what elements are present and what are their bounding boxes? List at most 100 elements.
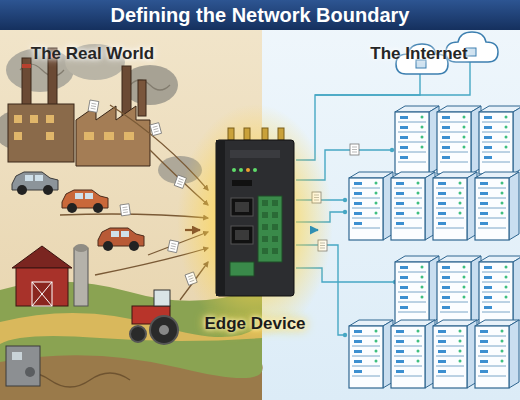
edge-device-hardware (216, 128, 294, 296)
server-racks (349, 106, 520, 388)
title-banner: Defining the Network Boundary (0, 0, 520, 30)
factories-part (76, 106, 150, 166)
machine-part (12, 352, 22, 360)
region-label: The Real World (0, 30, 185, 64)
server-racks-part (391, 320, 435, 388)
factories-part (14, 115, 22, 123)
circuit-dots-part (343, 198, 347, 202)
edge-device-hardware-part (272, 200, 278, 206)
flying-documents-part (168, 240, 179, 253)
factories-part (122, 66, 131, 116)
edge-device-hardware-part (272, 212, 278, 218)
cars (12, 172, 144, 251)
edge-device-hardware-part (272, 248, 278, 254)
edge-device-hardware-part (262, 248, 268, 254)
cars-part-part (43, 185, 53, 195)
edge-device-hardware-part (232, 180, 252, 186)
cars-part-part (35, 175, 43, 181)
edge-device-hardware-part (253, 168, 257, 172)
cars-part-part (129, 241, 139, 251)
edge-device-hardware-part (278, 128, 284, 140)
internet-documents-part (350, 144, 359, 155)
machine-part (6, 346, 40, 386)
edge-device-hardware-part (262, 128, 268, 140)
server-racks-part (433, 172, 477, 240)
server-racks-part (395, 256, 439, 324)
smoke (0, 44, 202, 184)
edge-device-hardware-part (246, 168, 250, 172)
cars-part (62, 190, 108, 213)
tractor-part (154, 290, 170, 306)
edge-device-hardware-part (239, 168, 243, 172)
barn-part (74, 248, 88, 306)
edge-device-hardware-part (235, 202, 249, 212)
factories-part (46, 115, 54, 123)
real-world-band: The Real World (0, 30, 185, 400)
server-racks-part (479, 256, 520, 324)
server-racks-part (437, 106, 481, 174)
region-label: The Internet (318, 30, 520, 64)
cars-part-part (25, 175, 33, 181)
barn (12, 244, 88, 306)
flow-connector (185, 229, 200, 231)
cars-part (12, 172, 58, 195)
factories-part (84, 132, 94, 140)
barn-part (74, 244, 88, 252)
flying-documents-part (150, 123, 162, 136)
edge-device-hardware-part (231, 198, 253, 216)
cars-part-part (111, 231, 119, 237)
server-racks-part (391, 172, 435, 240)
edge-device-hardware-part (230, 262, 254, 276)
flow-connector (310, 229, 318, 231)
cars-part-part (121, 231, 129, 237)
edge-device-hardware-part (262, 236, 268, 242)
factories (8, 48, 150, 166)
factories-part (30, 115, 38, 123)
edge-device-hardware-part (216, 140, 225, 296)
circuit-dots-part (343, 333, 347, 337)
flying-documents-part (88, 100, 99, 112)
barn-part (12, 246, 72, 268)
cars-part-part (17, 185, 27, 195)
edge-device-hardware-part (258, 196, 282, 262)
flying-documents-part (120, 204, 130, 216)
circuit-dots (343, 148, 397, 337)
edge-device-hardware-part (272, 236, 278, 242)
edge-device-hardware-part (232, 168, 236, 172)
factories-part (124, 132, 134, 140)
factories-part (46, 132, 54, 140)
edge-device-node: Edge Device (200, 126, 310, 334)
server-racks-part (395, 106, 439, 174)
server-racks-part (437, 256, 481, 324)
title-text: Defining the Network Boundary (0, 0, 520, 30)
device-glow (177, 104, 333, 340)
factories-part (22, 64, 31, 68)
cars-part-part (93, 203, 103, 213)
tractor-part (130, 326, 146, 342)
internet-band: The Internet (318, 30, 520, 400)
server-racks-part (349, 172, 393, 240)
barn-part (16, 268, 68, 306)
cars-part (98, 228, 144, 251)
cars-part-part (75, 193, 83, 199)
edge-device-hardware-part (228, 128, 234, 140)
cars-part-part (85, 193, 93, 199)
edge-device-hardware-part (262, 200, 268, 206)
tractor-part (159, 325, 169, 335)
factories-part (14, 132, 22, 140)
factories-part (8, 104, 74, 162)
server-racks-part (479, 106, 520, 174)
tractor (130, 290, 178, 344)
real-world-background (0, 0, 262, 400)
edge-device-hardware-part (230, 150, 280, 158)
tractor-part (150, 316, 178, 344)
factories-part (104, 132, 114, 140)
barn-part (32, 282, 52, 306)
factories-part (138, 80, 146, 116)
machine (6, 346, 40, 386)
edge-device-hardware-part (262, 224, 268, 230)
cars-part-part (103, 241, 113, 251)
smoke-part (130, 80, 170, 90)
